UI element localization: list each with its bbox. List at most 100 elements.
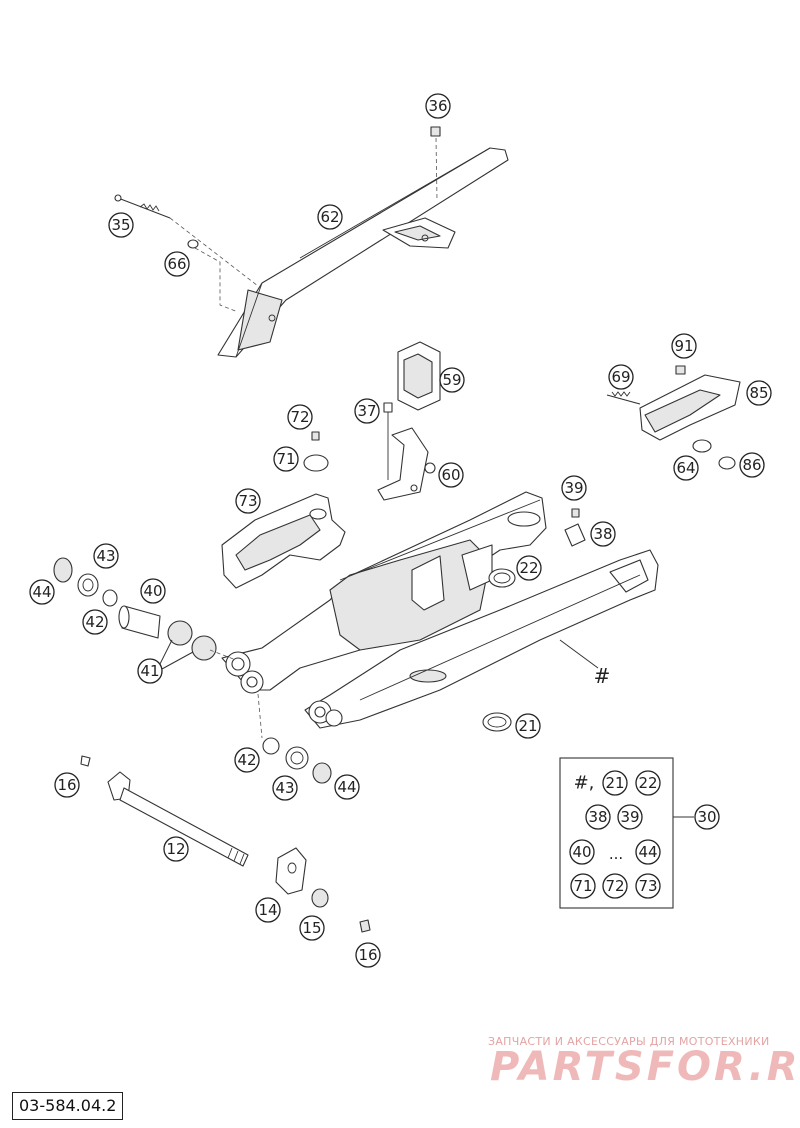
callout-44: 44 <box>29 579 55 605</box>
callout-42-right: 42 <box>234 747 260 773</box>
chain-slider-part <box>377 341 441 501</box>
svg-text:71: 71 <box>276 450 295 468</box>
svg-text:37: 37 <box>357 402 376 420</box>
swingarm-part <box>221 491 659 729</box>
callout-16-top: 16 <box>54 772 80 798</box>
callout-91: 91 <box>671 333 697 359</box>
callout-38: 38 <box>590 521 616 547</box>
callout-66: 66 <box>164 251 190 277</box>
callout-16-bottom: 16 <box>355 942 381 968</box>
callout-85: 85 <box>746 380 772 406</box>
kit-item-73: 73 <box>635 873 661 899</box>
svg-text:66: 66 <box>167 255 186 273</box>
svg-text:73: 73 <box>238 492 257 510</box>
svg-text:44: 44 <box>638 843 657 861</box>
svg-text:22: 22 <box>519 559 538 577</box>
chain-sliding-guard-part <box>221 493 346 589</box>
guard-mount-part <box>564 508 586 547</box>
chain-guard-part <box>217 147 509 358</box>
chain-guide-part <box>606 365 741 470</box>
svg-text:72: 72 <box>605 877 624 895</box>
svg-text:42: 42 <box>237 751 256 769</box>
svg-text:36: 36 <box>428 97 447 115</box>
rubber-plug-part <box>303 431 329 472</box>
callout-36: 36 <box>425 93 451 119</box>
callout-37: 37 <box>354 398 380 424</box>
kit-range-separator: ... <box>609 845 623 863</box>
callout-64: 64 <box>673 455 699 481</box>
svg-text:69: 69 <box>611 368 630 386</box>
callout-59: 59 <box>439 367 465 393</box>
callout-60: 60 <box>438 462 464 488</box>
svg-text:30: 30 <box>697 808 716 826</box>
svg-text:62: 62 <box>320 208 339 226</box>
callout-30: 30 <box>694 804 720 830</box>
svg-text:#: # <box>594 664 611 688</box>
callout-86: 86 <box>739 452 765 478</box>
svg-text:21: 21 <box>605 774 624 792</box>
svg-text:39: 39 <box>620 808 639 826</box>
svg-text:41: 41 <box>140 662 159 680</box>
svg-text:43: 43 <box>96 547 115 565</box>
kit-item-22: 22 <box>635 770 661 796</box>
callout-41: 41 <box>137 639 194 684</box>
callout-42: 42 <box>82 609 108 635</box>
callout-69: 69 <box>608 364 634 390</box>
svg-text:44: 44 <box>32 583 51 601</box>
kit-box: #, 21 22 38 39 40 ... 44 71 72 73 <box>559 757 694 909</box>
chain-guard-fasteners <box>114 126 441 313</box>
callout-40: 40 <box>140 578 166 604</box>
svg-text:59: 59 <box>442 371 461 389</box>
svg-text:35: 35 <box>111 216 130 234</box>
svg-text:21: 21 <box>518 717 537 735</box>
pivot-bolt-assembly <box>80 755 371 933</box>
svg-text:43: 43 <box>275 779 294 797</box>
callout-35: 35 <box>108 212 134 238</box>
diagram-code-label: 03-584.04.2 <box>12 1092 124 1120</box>
svg-text:72: 72 <box>290 408 309 426</box>
watermark-tagline: ЗАПЧАСТИ И АКСЕССУАРЫ ДЛЯ МОТОТЕХНИКИ <box>488 1035 770 1048</box>
right-bearing-stack <box>257 693 332 784</box>
svg-text:71: 71 <box>573 877 592 895</box>
callout-72: 72 <box>287 404 313 430</box>
kit-item-44: 44 <box>635 839 661 865</box>
svg-text:40: 40 <box>572 843 591 861</box>
callout-73: 73 <box>235 488 261 514</box>
svg-text:64: 64 <box>676 459 695 477</box>
callout-43-right: 43 <box>272 775 298 801</box>
svg-text:91: 91 <box>674 337 693 355</box>
kit-marker: #, <box>574 773 595 794</box>
seal-parts <box>482 568 516 732</box>
svg-text:22: 22 <box>638 774 657 792</box>
callout-62: 62 <box>317 204 343 230</box>
kit-item-72: 72 <box>602 873 628 899</box>
svg-text:14: 14 <box>258 901 277 919</box>
svg-text:40: 40 <box>143 582 162 600</box>
svg-text:44: 44 <box>337 778 356 796</box>
svg-text:86: 86 <box>742 456 761 474</box>
callout-12: 12 <box>163 836 189 862</box>
svg-text:38: 38 <box>593 525 612 543</box>
svg-text:39: 39 <box>564 479 583 497</box>
svg-text:85: 85 <box>749 384 768 402</box>
kit-item-71: 71 <box>570 873 596 899</box>
svg-text:15: 15 <box>302 919 321 937</box>
kit-item-38: 38 <box>585 804 611 830</box>
svg-text:60: 60 <box>441 466 460 484</box>
callout-15: 15 <box>299 915 325 941</box>
callout-44-right: 44 <box>334 774 360 800</box>
svg-text:73: 73 <box>638 877 657 895</box>
watermark-brand: PARTSFOR.RU <box>490 1044 800 1090</box>
callout-39: 39 <box>561 475 587 501</box>
svg-text:16: 16 <box>57 776 76 794</box>
kit-item-40: 40 <box>569 839 595 865</box>
assembly-leader <box>559 639 599 669</box>
assembly-marker-swingarm: # <box>594 664 611 688</box>
callout-21: 21 <box>515 713 541 739</box>
svg-text:38: 38 <box>588 808 607 826</box>
left-bearing-stack <box>53 557 237 661</box>
callout-43: 43 <box>93 543 119 569</box>
svg-text:16: 16 <box>358 946 377 964</box>
kit-item-39: 39 <box>617 804 643 830</box>
